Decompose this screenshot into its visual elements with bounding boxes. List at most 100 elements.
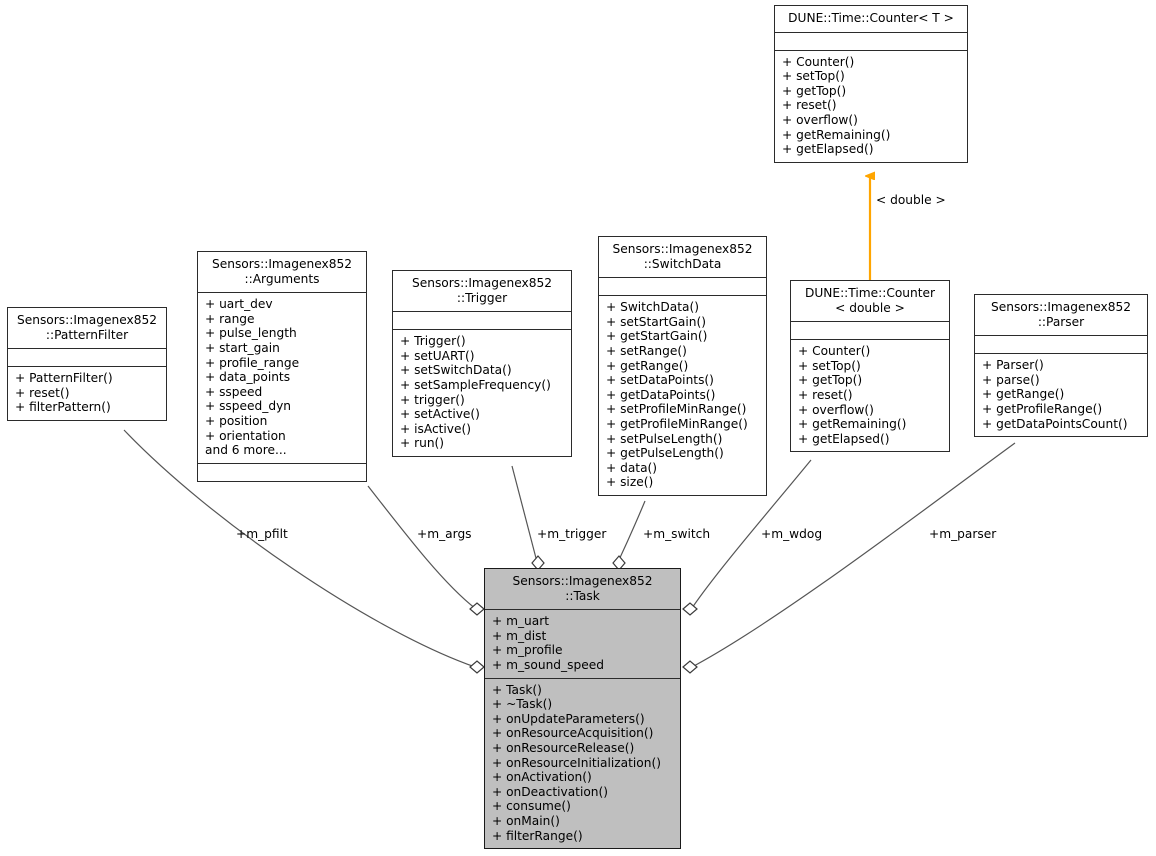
class-member: + getDataPoints() <box>606 387 716 402</box>
class-separator <box>775 31 967 33</box>
class-methods-task: + Task() + ~Task() + onUpdateParameters(… <box>485 679 680 849</box>
class-member: + consume() <box>492 799 571 814</box>
class-title-trigger: Sensors::Imagenex852 ::Trigger <box>412 276 552 305</box>
class-member: + getDataPointsCount() <box>982 416 1128 431</box>
class-member: + sspeed_dyn <box>205 399 292 414</box>
class-box-task[interactable]: Sensors::Imagenex852 ::Task + m_uart + m… <box>484 568 681 850</box>
class-attributes-switch-data <box>599 278 766 295</box>
class-separator <box>8 366 166 368</box>
class-methods-pattern-filter: + PatternFilter() + reset() + filterPatt… <box>8 367 166 420</box>
class-methods-counter-double: + Counter() + setTop() + getTop() + rese… <box>791 340 949 451</box>
class-member: + getStartGain() <box>606 329 708 344</box>
class-box-counter-double[interactable]: DUNE::Time::Counter < double > + Counter… <box>790 280 950 453</box>
class-member: + onResourceInitialization() <box>492 755 661 770</box>
class-title-counter-t: DUNE::Time::Counter< T > <box>788 11 954 25</box>
class-member: + Parser() <box>982 358 1044 373</box>
class-member: + sspeed <box>205 384 263 399</box>
class-methods-switch-data: + SwitchData() + setStartGain() + getSta… <box>599 296 766 495</box>
class-box-pattern-filter[interactable]: Sensors::Imagenex852 ::PatternFilter + P… <box>7 307 167 421</box>
edge-label-m-wdog: +m_wdog <box>761 527 823 541</box>
class-separator <box>393 329 571 331</box>
class-member: + getTop() <box>782 83 847 98</box>
class-member: + overflow() <box>798 402 874 417</box>
class-title-switch-data: Sensors::Imagenex852 ::SwitchData <box>612 242 753 271</box>
class-member: + overflow() <box>782 112 858 127</box>
class-member: + getRange() <box>606 358 689 373</box>
class-member: + onDeactivation() <box>492 784 609 799</box>
class-title-counter-double: DUNE::Time::Counter < double > <box>804 286 936 315</box>
class-member: + PatternFilter() <box>15 371 113 386</box>
class-box-arguments[interactable]: Sensors::Imagenex852 ::Arguments + uart_… <box>197 251 367 482</box>
class-member: + setRange() <box>606 343 687 358</box>
class-member: + onUpdateParameters() <box>492 711 645 726</box>
class-member: + uart_dev <box>205 297 273 312</box>
class-member: + setProfileMinRange() <box>606 402 747 417</box>
class-methods-arguments <box>198 464 366 481</box>
class-member: + isActive() <box>400 421 472 436</box>
class-member: + m_profile <box>492 643 563 658</box>
edge-m-trigger <box>511 465 538 563</box>
class-title-pattern-filter: Sensors::Imagenex852 ::PatternFilter <box>17 313 157 342</box>
class-member: + Counter() <box>798 344 871 359</box>
class-member: + getPulseLength() <box>606 446 724 461</box>
class-box-parser[interactable]: Sensors::Imagenex852 ::Parser + Parser()… <box>974 294 1148 438</box>
class-member: + getRemaining() <box>798 417 907 432</box>
class-attributes-counter-t <box>775 33 967 50</box>
class-member: + profile_range <box>205 355 300 370</box>
class-member: + trigger() <box>400 392 465 407</box>
class-title-task: Sensors::Imagenex852 ::Task <box>512 574 653 603</box>
class-member: + getProfileMinRange() <box>606 416 748 431</box>
class-box-switch-data[interactable]: Sensors::Imagenex852 ::SwitchData + Swit… <box>598 236 767 496</box>
class-member: + getTop() <box>798 373 863 388</box>
edge-label-m-trigger: +m_trigger <box>537 527 607 541</box>
class-member: + range <box>205 311 255 326</box>
class-separator <box>198 462 366 464</box>
class-member: + setSwitchData() <box>400 363 512 378</box>
class-member: + setDataPoints() <box>606 373 714 388</box>
class-box-counter-t[interactable]: DUNE::Time::Counter< T > + Counter() + s… <box>774 5 968 163</box>
aggregation-diamond-args <box>469 602 485 616</box>
class-box-trigger[interactable]: Sensors::Imagenex852 ::Trigger + Trigger… <box>392 270 572 457</box>
class-member: + reset() <box>782 98 837 113</box>
edge-label-template-binding: < double > <box>876 193 946 207</box>
class-member: + orientation <box>205 428 286 443</box>
class-member: + onResourceAcquisition() <box>492 726 654 741</box>
class-separator <box>975 335 1147 337</box>
class-attributes-parser <box>975 336 1147 353</box>
class-member: + m_dist <box>492 628 547 643</box>
class-member: + filterPattern() <box>15 400 111 415</box>
class-methods-trigger: + Trigger() + setUART() + setSwitchData(… <box>393 330 571 456</box>
edge-label-m-pfilt: +m_pfilt <box>236 527 288 541</box>
class-separator <box>975 353 1147 355</box>
class-member-more: and 6 more... <box>205 443 287 458</box>
class-member: + start_gain <box>205 340 280 355</box>
class-member: + onMain() <box>492 813 560 828</box>
edge-m-switch <box>617 500 646 563</box>
class-member: + position <box>205 413 268 428</box>
edge-label-m-args: +m_args <box>417 527 472 541</box>
class-member: + getRange() <box>982 387 1065 402</box>
class-member: + setUART() <box>400 348 475 363</box>
class-separator <box>599 277 766 279</box>
class-member: + run() <box>400 436 445 451</box>
class-member: + getRemaining() <box>782 127 891 142</box>
class-member: + ~Task() <box>492 697 553 712</box>
aggregation-diamond-wdog <box>682 602 698 616</box>
class-separator <box>8 348 166 350</box>
class-member: + parse() <box>982 372 1040 387</box>
class-member: + m_sound_speed <box>492 657 604 672</box>
class-methods-parser: + Parser() + parse() + getRange() + getP… <box>975 354 1147 436</box>
class-member: + getElapsed() <box>782 142 874 157</box>
class-member: + data_points <box>205 370 291 385</box>
class-member: + pulse_length <box>205 326 297 341</box>
edge-label-m-parser: +m_parser <box>929 527 997 541</box>
class-separator <box>775 49 967 51</box>
class-separator <box>485 677 680 679</box>
class-member: + reset() <box>798 387 853 402</box>
class-member: + data() <box>606 460 658 475</box>
class-member: + setTop() <box>782 69 845 84</box>
class-member: + reset() <box>15 385 70 400</box>
class-member: + setPulseLength() <box>606 431 723 446</box>
class-attributes-counter-double <box>791 322 949 339</box>
